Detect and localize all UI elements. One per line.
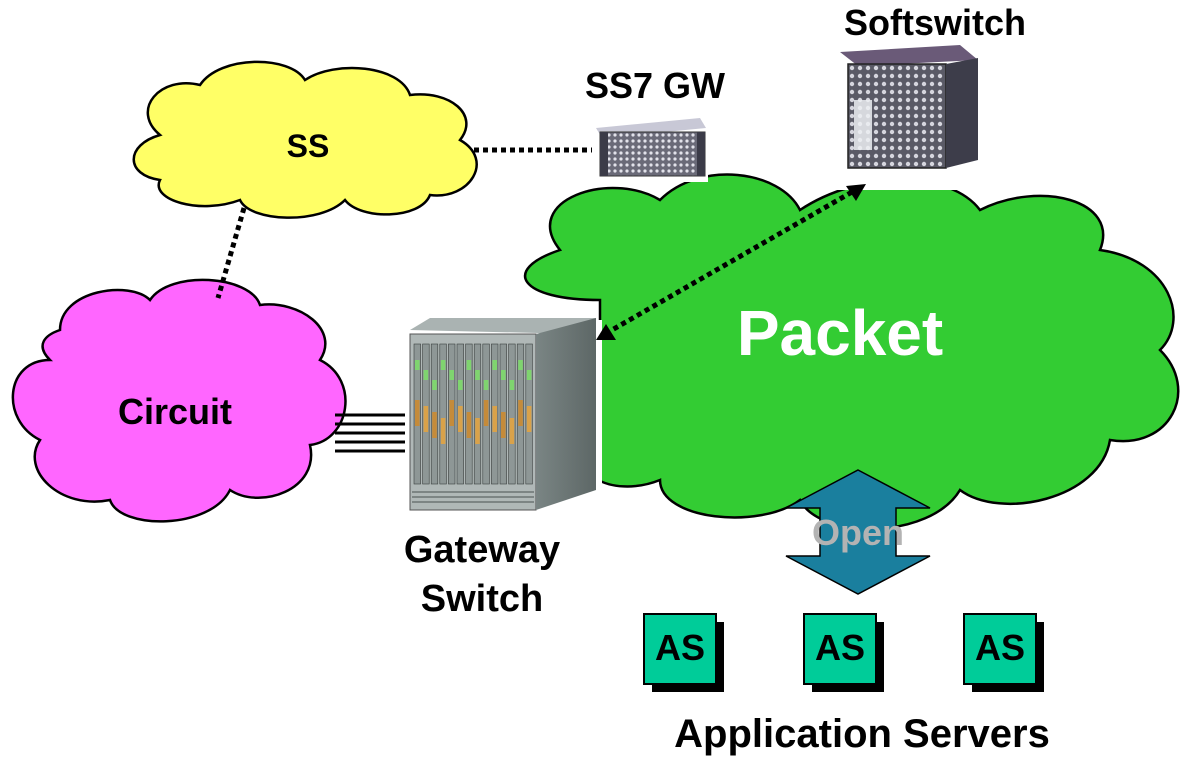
softswitch-device (840, 45, 978, 169)
gateway-card-led (466, 360, 472, 370)
gateway-label-line2: Switch (421, 578, 543, 620)
gateway-card-port (423, 406, 429, 432)
circuit-cloud (11, 278, 347, 523)
gateway-card-led (415, 360, 420, 370)
circuit-trunk-lines (335, 413, 405, 453)
as-box-2 (803, 613, 884, 692)
ss-cloud (132, 60, 478, 219)
ss-label: SS (287, 128, 330, 164)
as-box-3 (963, 613, 1044, 692)
gateway-card-led (492, 360, 497, 370)
ss7gw-label: SS7 GW (585, 65, 725, 106)
gateway-card-led (432, 380, 437, 390)
gateway-card-led (423, 370, 429, 380)
gateway-card-port (440, 418, 446, 444)
gateway-card-led (449, 370, 454, 380)
open-label: Open (812, 512, 904, 553)
as-box-1 (643, 613, 724, 692)
gateway-card-port (458, 406, 463, 432)
packet-label: Packet (737, 297, 943, 369)
gateway-label-line1: Gateway (404, 529, 560, 571)
circuit-label: Circuit (118, 391, 232, 432)
gateway-card-led (458, 380, 463, 390)
gateway-line-card (508, 343, 516, 485)
as-label-3: AS (975, 627, 1025, 668)
gateway-card-port (501, 412, 506, 438)
gateway-card-port (466, 412, 472, 438)
softswitch-label: Softswitch (844, 2, 1026, 43)
as-label-1: AS (655, 627, 705, 668)
application-servers-label: Application Servers (674, 712, 1050, 756)
gateway-card-led (475, 370, 480, 380)
gateway-card-port (475, 418, 480, 444)
gateway-card-port (483, 400, 489, 426)
gateway-card-port (449, 400, 454, 426)
ss-circuit-link (215, 207, 247, 299)
gateway-card-port (526, 406, 532, 432)
gateway-card-port (432, 412, 437, 438)
softswitch-gateway-link (596, 184, 866, 340)
gateway-card-port (509, 418, 515, 444)
as-label-2: AS (815, 627, 865, 668)
gateway-card-led (501, 370, 506, 380)
gateway-card-led (483, 380, 489, 390)
gateway-line-card (439, 343, 447, 485)
open-arrow (785, 469, 931, 595)
gateway-card-led (518, 360, 523, 370)
gateway-device (409, 318, 596, 511)
ss7gw-device (596, 118, 706, 177)
gateway-card-port (415, 400, 420, 426)
gateway-line-card (473, 343, 482, 485)
gateway-card-led (440, 360, 446, 370)
gateway-card-led (509, 380, 515, 390)
gateway-card-led (526, 370, 532, 380)
gateway-card-port (518, 400, 523, 426)
gateway-card-port (492, 406, 497, 432)
